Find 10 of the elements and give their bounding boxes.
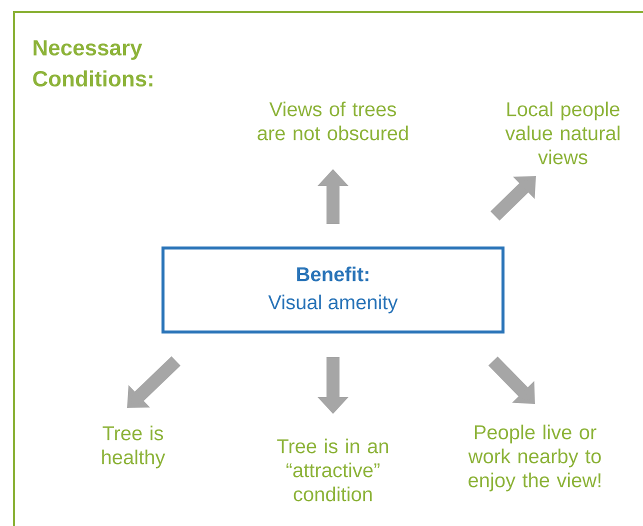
condition-text: Views of trees are not obscured bbox=[258, 102, 408, 140]
condition-text: Tree is in an “attractive” condition bbox=[277, 438, 388, 502]
benefit-box: Benefit: Visual amenity bbox=[162, 246, 504, 334]
block-arrow bbox=[488, 356, 535, 404]
block-arrow bbox=[490, 176, 536, 221]
condition-text: People live or work nearby to enjoy the view! bbox=[468, 424, 601, 492]
block-arrow bbox=[127, 356, 180, 408]
condition-text: Local people value natural views bbox=[505, 102, 620, 164]
heading: Necessary Conditions: bbox=[33, 40, 152, 87]
condition-text: Tree is healthy bbox=[102, 426, 166, 468]
